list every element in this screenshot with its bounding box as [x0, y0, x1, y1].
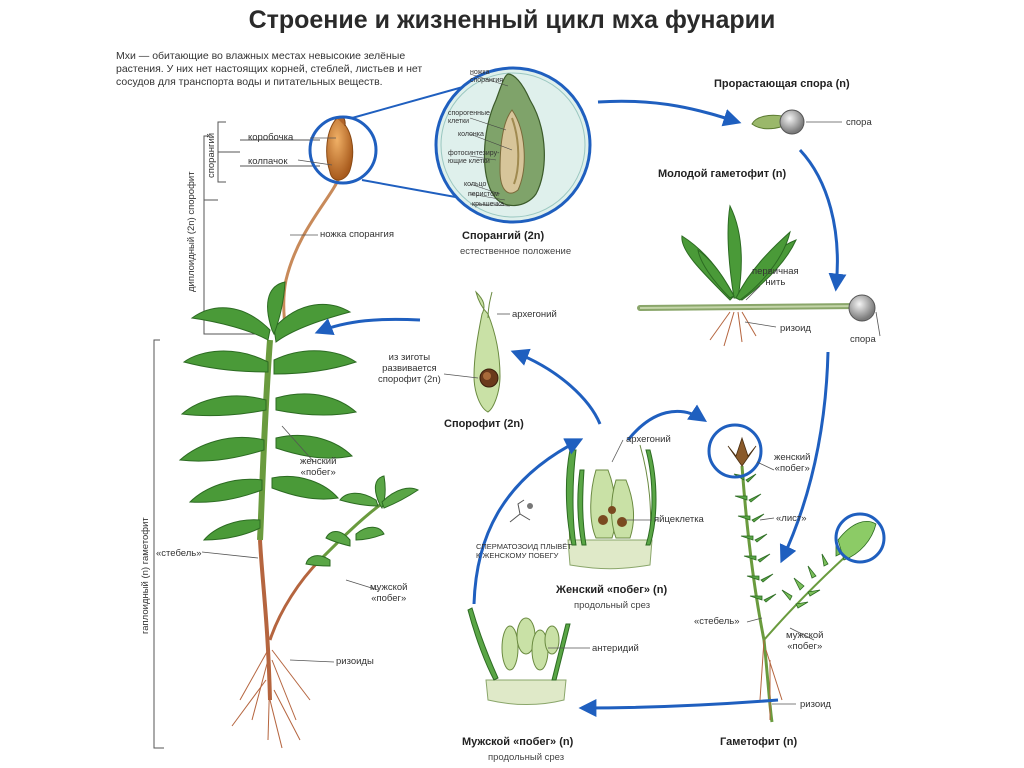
label-egg: яйцеклетка: [654, 514, 704, 525]
label-spore-2: спора: [850, 334, 876, 345]
page-title: Строение и жизненный цикл мха фунарии: [0, 6, 1024, 35]
bracket-gametophyte: гаплоидный (n) гаметофит: [140, 517, 151, 634]
label-rhizoids: ризоиды: [336, 656, 374, 667]
detail-ring: кольцо: [464, 181, 486, 189]
label-sperm: СПЕРМАТОЗОИД ПЛЫВЁТ К ЖЕНСКОМУ ПОБЕГУ: [476, 542, 572, 560]
label-archegonium-2: архегоний: [626, 434, 671, 445]
male-section: [468, 608, 590, 705]
sub-male-section: продольный срез: [488, 752, 564, 763]
label-female-shoot-right: женский «побег»: [774, 452, 810, 474]
label-stalk: ножка спорангия: [320, 229, 394, 240]
bracket-sporangium: спорангий: [206, 133, 217, 178]
caption-female-section: Женский «побег» (n): [556, 584, 667, 596]
sub-female-section: продольный срез: [574, 600, 650, 611]
label-rhizoid-right: ризоид: [800, 699, 831, 710]
label-spore-1: спора: [846, 117, 872, 128]
intro-text: Мхи — обитающие во влажных местах невысо…: [116, 50, 446, 89]
label-cap: колпачок: [248, 156, 288, 167]
label-male-shoot: мужской «побег»: [370, 582, 407, 604]
detail-column: колонка: [458, 131, 484, 139]
label-archegonium-1: архегоний: [512, 309, 557, 320]
label-antheridium: антеридий: [592, 643, 639, 654]
label-female-shoot: женский «побег»: [300, 456, 336, 478]
caption-sporangium: Спорангий (2n): [462, 230, 544, 242]
label-primary-thread: первичная нить: [752, 266, 799, 288]
detail-peristome: перистом: [468, 191, 499, 199]
label-stem-right: «стебель»: [694, 616, 740, 627]
detail-lid: крышечка: [472, 201, 504, 209]
sporophyte-archegonium: [444, 292, 510, 412]
label-male-shoot-right: мужской «побег»: [786, 630, 823, 652]
sporangium-detail: [436, 68, 590, 222]
label-zygote: из зиготы развивается спорофит (2n): [378, 352, 441, 385]
label-rhizoid-young: ризоид: [780, 323, 811, 334]
label-capsule: коробочка: [248, 132, 293, 143]
detail-stalk: ножка спорангия: [470, 69, 503, 85]
sub-sporangium: естественное положение: [460, 246, 571, 257]
germinating-spore: [752, 110, 842, 134]
caption-sporophyte: Спорофит (2n): [444, 418, 524, 430]
label-stem: «стебель»: [156, 548, 202, 559]
caption-germ-spore: Прорастающая спора (n): [714, 78, 850, 90]
detail-spore-cells: спорогенные клетки: [448, 110, 490, 126]
label-leaf: «лист»: [776, 513, 807, 524]
caption-gametophyte: Гаметофит (n): [720, 736, 797, 748]
caption-male-section: Мужской «побег» (n): [462, 736, 573, 748]
caption-young-gametophyte: Молодой гаметофит (n): [658, 168, 786, 180]
detail-photo-cells: фотосинтезиру- ющие клетки: [448, 150, 499, 166]
bracket-sporophyte: диплоидный (2n) спорофит: [186, 171, 197, 292]
main-capsule: [310, 116, 376, 183]
main-leafy-plant: [180, 282, 380, 748]
